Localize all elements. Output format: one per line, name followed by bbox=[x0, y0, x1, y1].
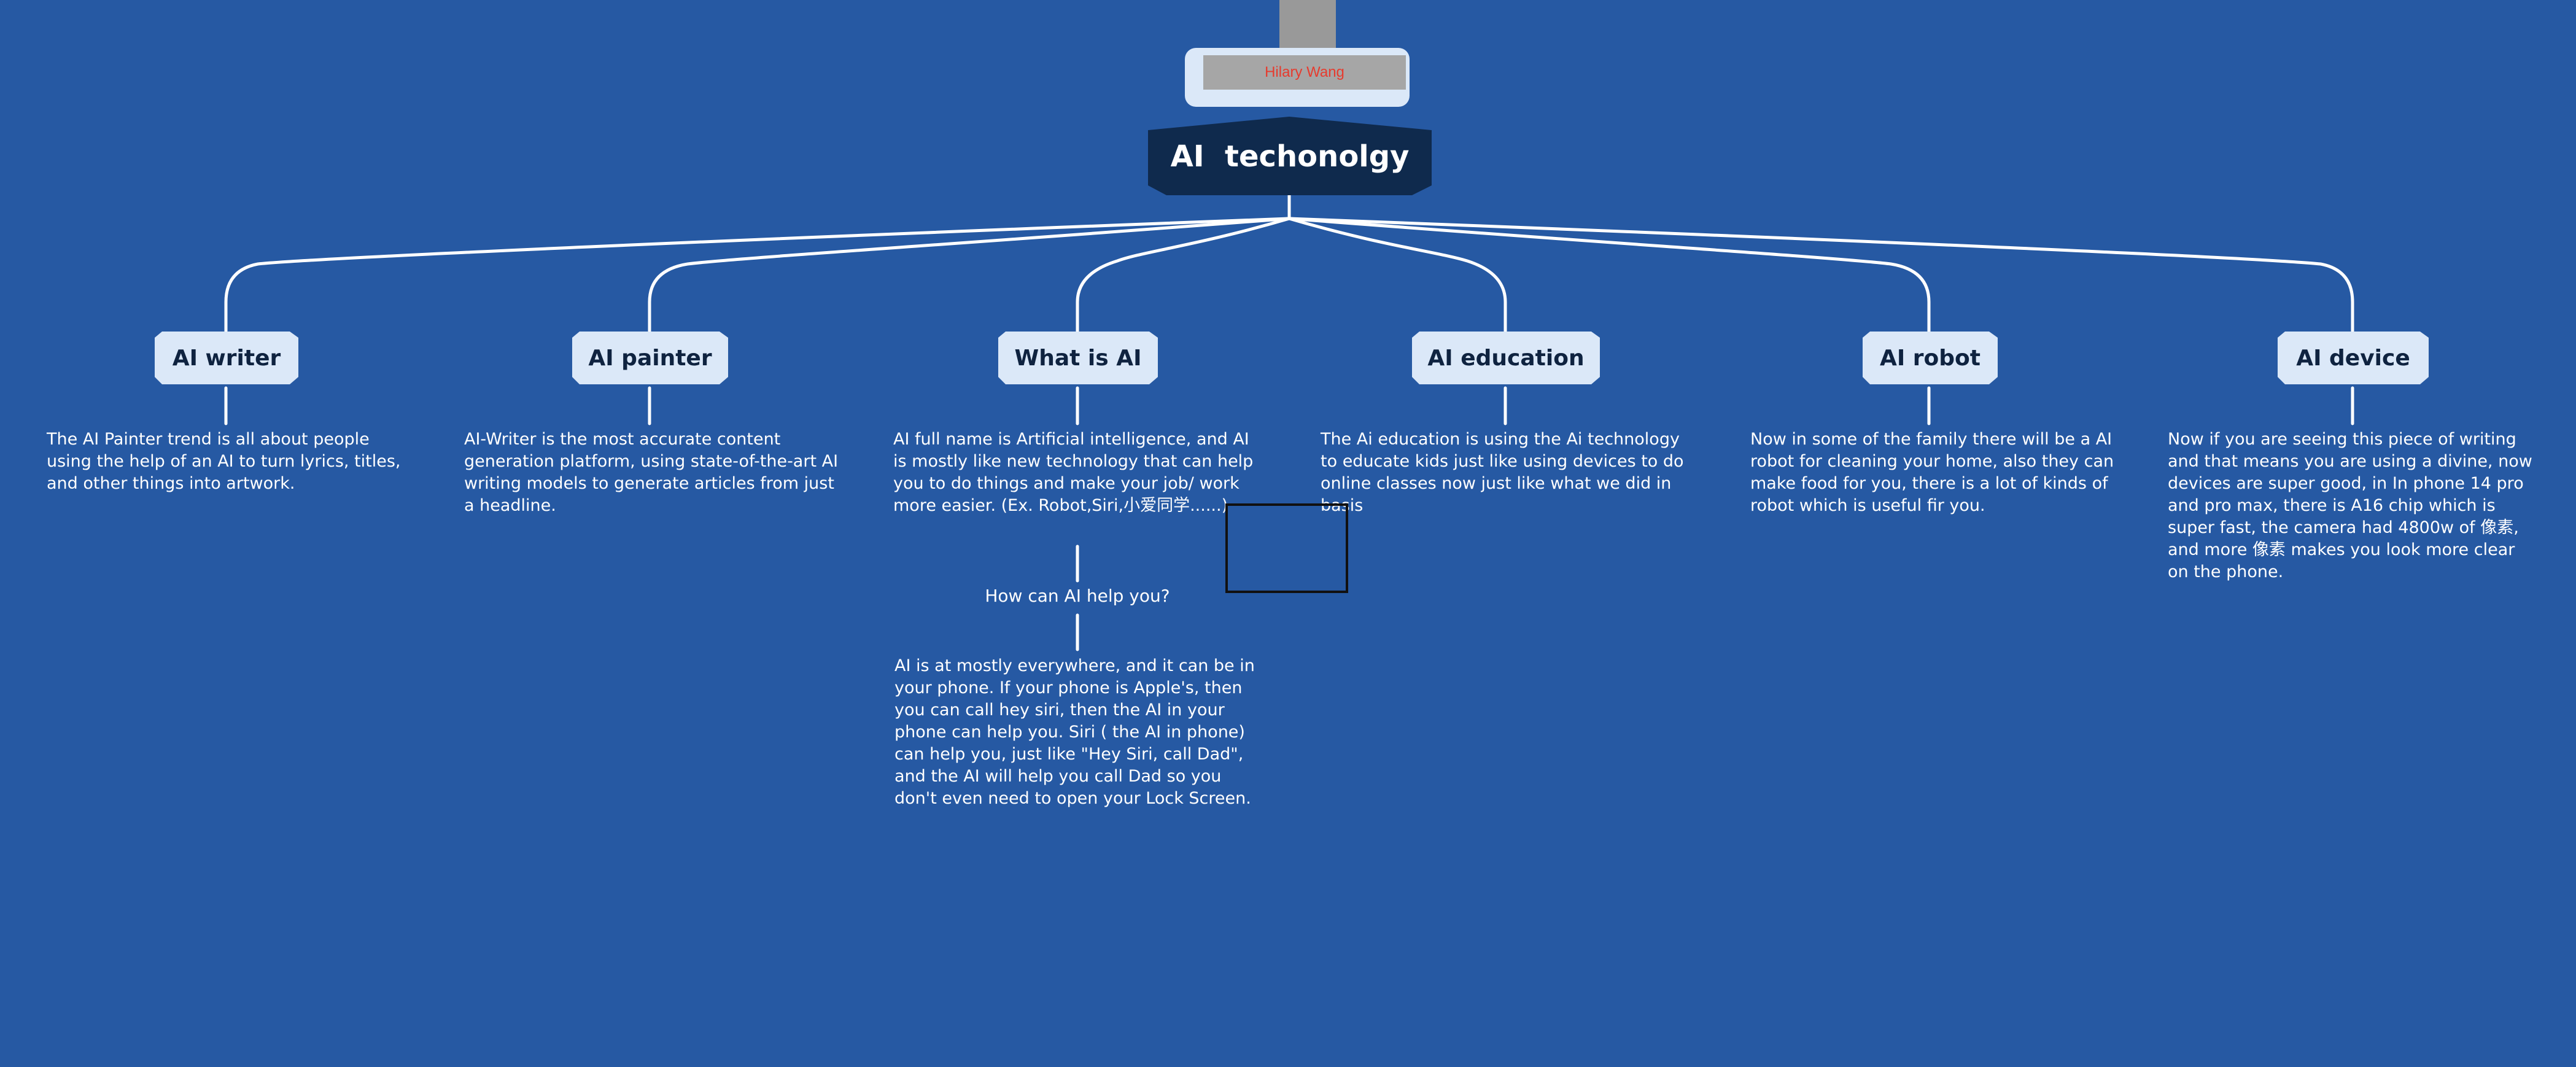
topic-text-ai-painter[interactable]: AI-Writer is the most accurate content g… bbox=[464, 430, 839, 515]
author-name[interactable]: Hilary Wang bbox=[1203, 55, 1406, 90]
connector-root-education bbox=[1287, 217, 1507, 333]
topic-shape-painter bbox=[572, 332, 728, 384]
topic-what-is-ai[interactable]: What is AI bbox=[1014, 345, 1142, 371]
topic-ai-painter[interactable]: AI painter bbox=[588, 345, 712, 371]
root-node[interactable]: AI techonolgy bbox=[1170, 139, 1410, 174]
topic-text-ai-education[interactable]: The Ai education is using the Ai technol… bbox=[1321, 430, 1684, 515]
topic-text-ai-writer[interactable]: The AI Painter trend is all about people… bbox=[47, 430, 401, 493]
author-stem bbox=[1279, 0, 1336, 52]
topic-ai-robot[interactable]: AI robot bbox=[1880, 345, 1980, 371]
topic-ai-device[interactable]: AI device bbox=[2296, 345, 2410, 371]
selection-rectangle[interactable] bbox=[1225, 503, 1348, 593]
topic-ai-education[interactable]: AI education bbox=[1427, 345, 1585, 371]
topic-shape-writer bbox=[155, 332, 298, 384]
topic-text-ai-device[interactable]: Now if you are seeing this piece of writ… bbox=[2168, 430, 2532, 581]
topic-shape-education bbox=[1412, 332, 1600, 384]
topic-shape-whatis bbox=[998, 332, 1158, 384]
subtopic-how-can-ai-help[interactable]: How can AI help you? bbox=[985, 586, 1170, 606]
topic-ai-writer[interactable]: AI writer bbox=[172, 345, 281, 371]
connector-root-writer bbox=[224, 217, 1291, 333]
connector-root-robot bbox=[1287, 217, 1931, 333]
subtopic-text-how-can-ai-help[interactable]: AI is at mostly everywhere, and it can b… bbox=[894, 656, 1255, 808]
connector-root-device bbox=[1287, 217, 2354, 333]
connector-root-whatis bbox=[1076, 217, 1291, 333]
topic-text-ai-robot[interactable]: Now in some of the family there will be … bbox=[1750, 430, 2114, 515]
connector-root-painter bbox=[648, 217, 1291, 333]
topic-shape-robot bbox=[1863, 332, 1998, 384]
topic-shape-device bbox=[2278, 332, 2429, 384]
root-node-shape bbox=[1148, 117, 1432, 195]
topic-text-what-is-ai[interactable]: AI full name is Artificial intelligence,… bbox=[893, 430, 1254, 515]
